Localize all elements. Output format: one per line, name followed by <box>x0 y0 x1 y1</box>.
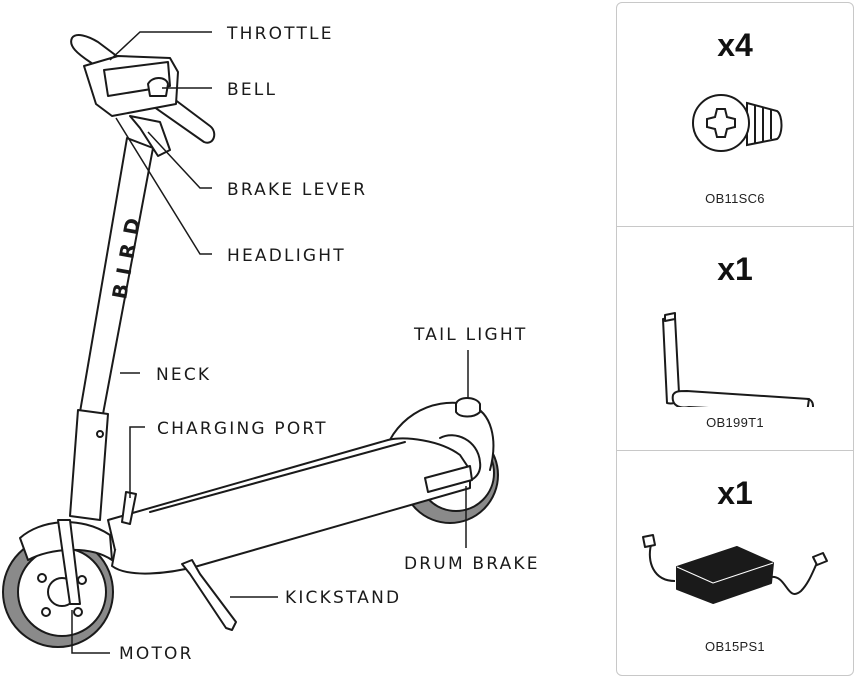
power-supply-icon <box>642 534 828 604</box>
motor-leader <box>71 610 110 654</box>
part-card: x1 OB15PS1 <box>617 451 853 675</box>
label-kickstand: KICKSTAND <box>285 588 401 608</box>
charging-port-leader <box>129 426 145 498</box>
headlight-leader <box>115 117 212 255</box>
label-neck: NECK <box>156 365 211 385</box>
torx-key-icon <box>662 312 814 407</box>
brake-lever-leader <box>147 131 212 189</box>
label-bell: BELL <box>227 80 277 100</box>
neck-icon <box>69 137 154 525</box>
label-motor: MOTOR <box>119 644 194 664</box>
handlebar-icon <box>70 34 216 157</box>
part-code: OB11SC6 <box>705 191 765 206</box>
screw-icon <box>692 94 783 152</box>
part-code: OB199T1 <box>706 415 764 430</box>
scooter-diagram: BIRD THROTTLE BELL BRAKE LEVER HEADLIGHT… <box>2 24 540 664</box>
part-quantity: x1 <box>717 251 753 287</box>
label-throttle: THROTTLE <box>226 24 334 44</box>
parts-list: x4 OB11SC6 x1 OB199T1 x1 <box>616 2 854 676</box>
tail-light-icon <box>455 397 481 418</box>
part-quantity: x4 <box>717 27 753 63</box>
deck-icon <box>107 437 473 575</box>
label-brake-lever: BRAKE LEVER <box>227 180 367 200</box>
front-wheel-icon <box>2 519 114 648</box>
label-tail-light: TAIL LIGHT <box>413 325 527 345</box>
label-charging-port: CHARGING PORT <box>157 419 328 439</box>
label-headlight: HEADLIGHT <box>227 246 346 266</box>
label-drum-brake: DRUM BRAKE <box>404 554 540 574</box>
throttle-leader <box>109 31 212 61</box>
part-card: x4 OB11SC6 <box>617 3 853 227</box>
part-card: x1 OB199T1 <box>617 227 853 451</box>
part-quantity: x1 <box>717 475 753 511</box>
part-code: OB15PS1 <box>705 639 765 654</box>
kickstand-icon <box>181 559 237 631</box>
